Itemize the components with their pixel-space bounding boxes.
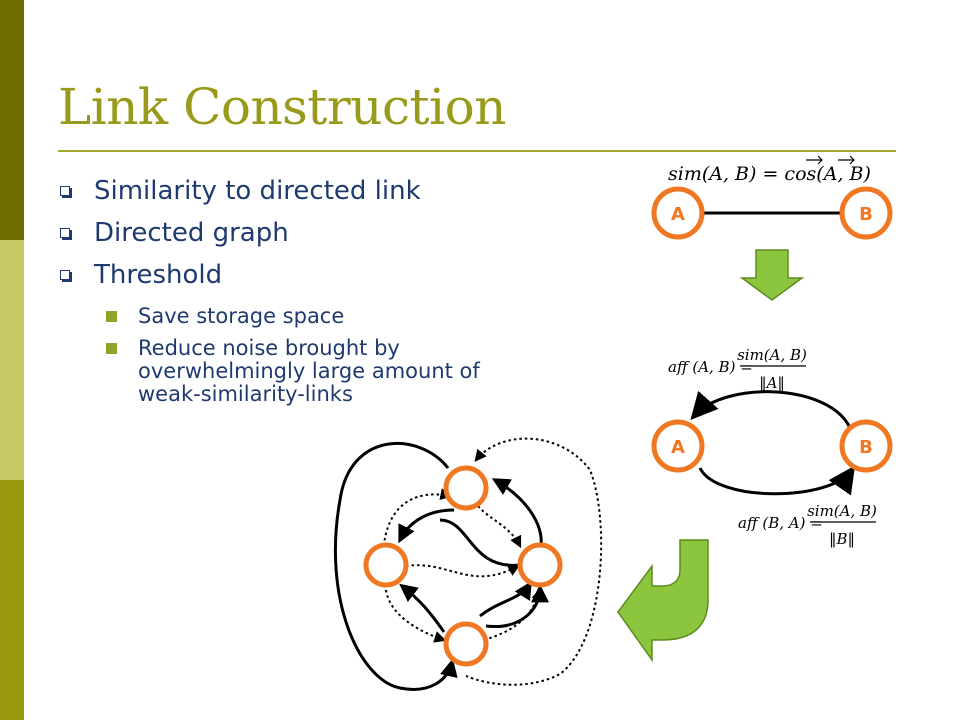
sub-bullet-text: Save storage space (138, 304, 345, 328)
graph-node-bottom (443, 621, 489, 667)
svg-text:A: A (671, 437, 685, 458)
svg-text:aff (A, B) =: aff (A, B) = (668, 358, 753, 376)
formula-sim: sim(A, B) = cos(A, B) (668, 163, 871, 185)
graph-node-left (363, 542, 409, 588)
sidebar-segment-3 (0, 480, 24, 720)
svg-text:B: B (859, 437, 873, 458)
sub-bullet-list: Save storage space Reduce noise brought … (106, 305, 506, 406)
svg-text:A: A (671, 204, 685, 225)
svg-text:sim(A, B): sim(A, B) (737, 346, 807, 364)
svg-text:aff (B, A) =: aff (B, A) = (738, 514, 823, 532)
graph-node-top (443, 465, 489, 511)
filled-square-bullet-icon (106, 311, 117, 322)
directed-edge-b-to-a (690, 390, 852, 429)
node-b-middle: B (839, 419, 893, 473)
filled-square-bullet-icon (106, 343, 117, 354)
vector-arrow-a-icon (806, 155, 823, 165)
sidebar-segment-2 (0, 240, 24, 480)
slide-title: Link Construction (58, 78, 506, 136)
svg-text:sim(A, B): sim(A, B) (807, 502, 877, 520)
formula-aff-ab: aff (A, B) = sim(A, B) ‖A‖ (668, 346, 807, 392)
bullet-list: Similarity to directed link Directed gra… (60, 170, 506, 406)
title-underline (58, 150, 896, 152)
svg-text:‖B‖: ‖B‖ (829, 530, 855, 548)
graph-solid-edges (333, 441, 549, 691)
sidebar-stripe (0, 0, 24, 720)
bullet-item: Similarity to directed link (60, 170, 506, 212)
bullet-item: Directed graph (60, 212, 506, 254)
bullet-item: Threshold (60, 254, 506, 296)
graph-node-right (517, 542, 563, 588)
graph-dotted-edges (383, 437, 603, 686)
node-a-middle: A (651, 419, 705, 473)
sub-bullet-text: Reduce noise brought by overwhelmingly l… (138, 336, 480, 406)
svg-text:‖A‖: ‖A‖ (759, 374, 785, 392)
square-bullet-icon (60, 186, 70, 196)
square-bullet-icon (60, 228, 70, 238)
node-b-top: B (839, 186, 893, 240)
green-curved-arrow-icon (617, 539, 709, 663)
formula-aff-ba: aff (B, A) = sim(A, B) ‖B‖ (738, 502, 877, 548)
node-a-top: A (651, 186, 705, 240)
bullet-text: Directed graph (94, 218, 289, 248)
sidebar-segment-1 (0, 0, 24, 240)
green-down-arrow-icon (739, 249, 805, 301)
sub-bullet-item: Reduce noise brought by overwhelmingly l… (106, 337, 506, 406)
bullet-text: Threshold (94, 260, 223, 290)
directed-edge-a-to-b (698, 465, 856, 496)
bullet-text: Similarity to directed link (94, 176, 421, 206)
svg-text:B: B (859, 204, 873, 225)
square-bullet-icon (60, 270, 70, 280)
sub-bullet-item: Save storage space (106, 305, 506, 328)
vector-arrow-b-icon (838, 155, 855, 165)
